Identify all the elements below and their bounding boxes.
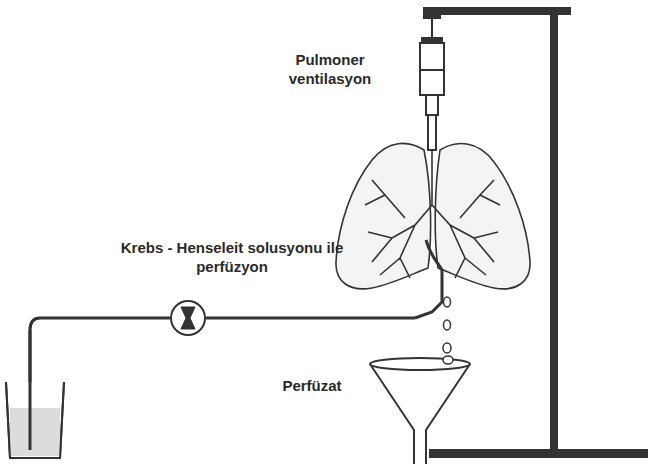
collection-funnel bbox=[370, 356, 470, 464]
perfusion-tube bbox=[206, 317, 415, 320]
ventilation-label: Pulmoner ventilasyon bbox=[275, 50, 385, 88]
stand-top-bar bbox=[424, 8, 570, 14]
stand-pole bbox=[551, 8, 557, 456]
perfusion-pump bbox=[171, 301, 205, 335]
krebs-beaker bbox=[6, 330, 64, 458]
perfusate-label: Perfüzat bbox=[262, 376, 362, 395]
arterial-cannula bbox=[415, 292, 442, 318]
perfusate-drops bbox=[443, 297, 451, 353]
lungs bbox=[336, 143, 530, 292]
perfusion-label: Krebs - Henseleit solusyonu ile perfüzyo… bbox=[117, 238, 347, 276]
stand-base bbox=[430, 450, 648, 457]
ventilation-syringe bbox=[420, 14, 444, 150]
